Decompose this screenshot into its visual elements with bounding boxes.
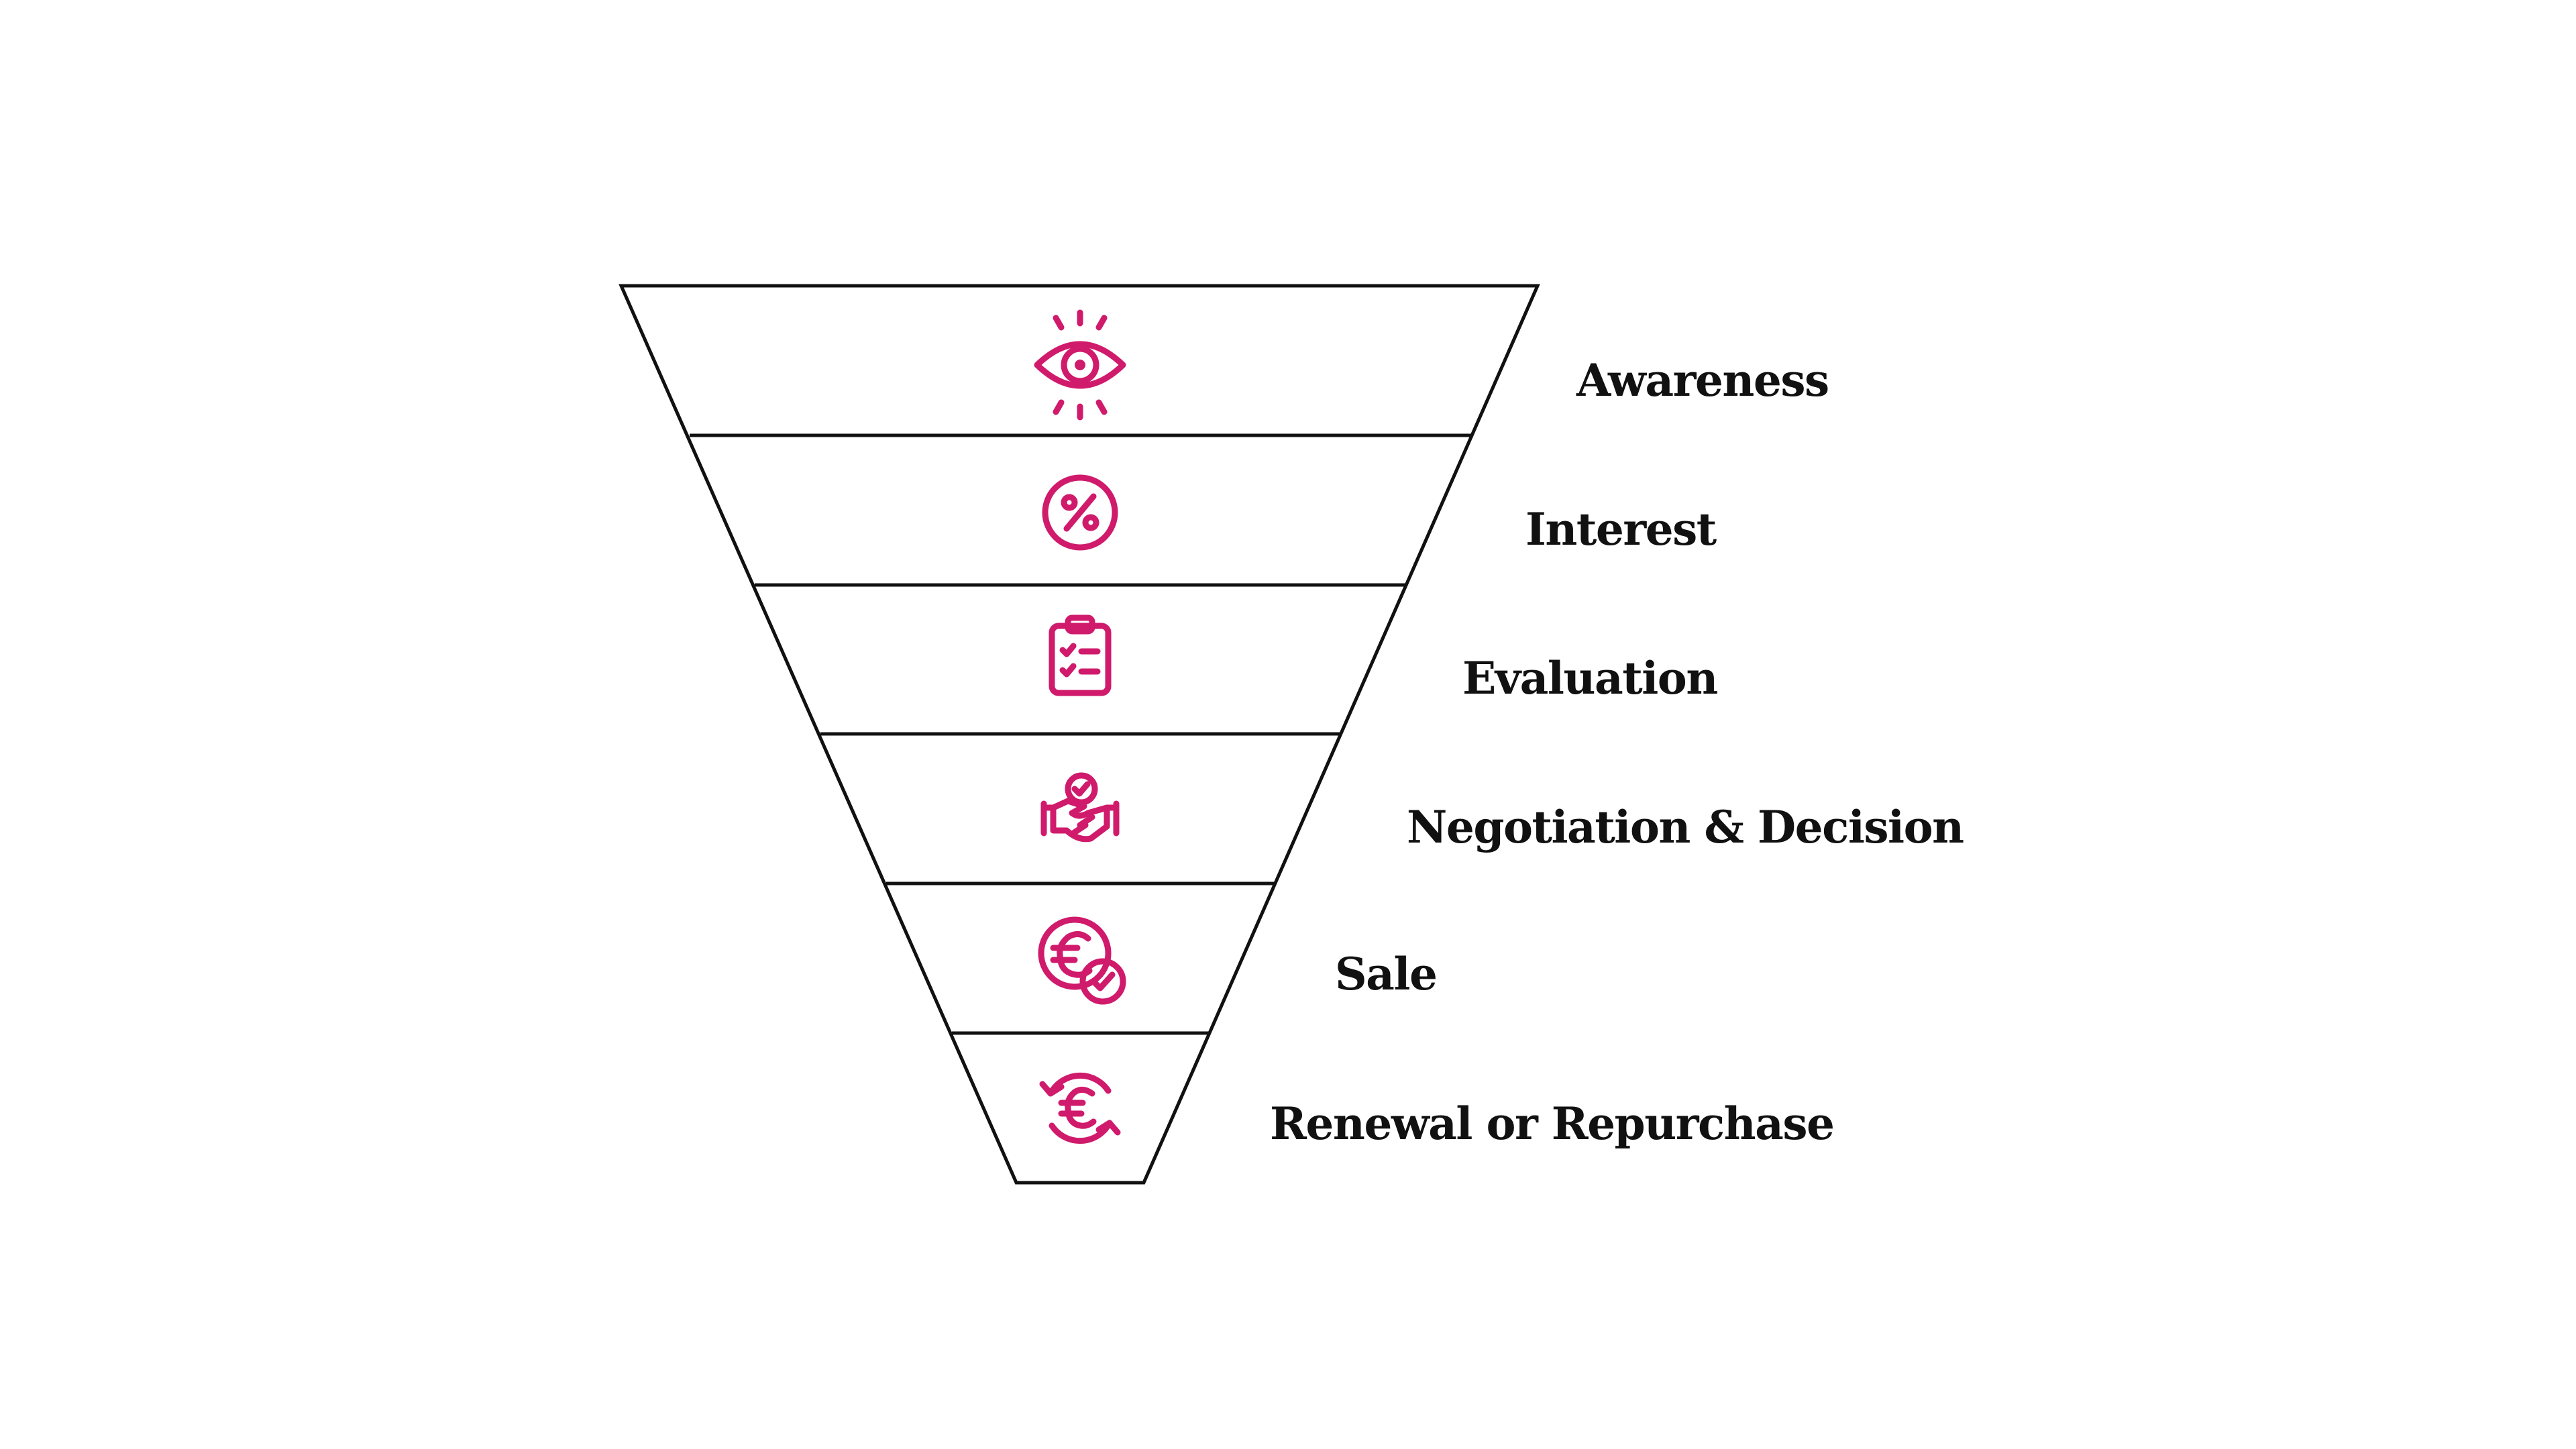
funnel-stage-renewal-repurchase: Renewal or Repurchase [1039,1072,1835,1150]
handshake-icon [1040,772,1120,843]
stage-label-evaluation: Evaluation [1462,652,1717,704]
stage-label-renewal-repurchase: Renewal or Repurchase [1270,1097,1834,1150]
eye-icon [1034,309,1126,421]
funnel-stage-interest: Interest [1042,474,1718,555]
stage-label-sale: Sale [1335,948,1437,1000]
stage-label-negotiation-decision: Negotiation & Decision [1407,801,1964,853]
funnel-stage-evaluation: Evaluation [1049,614,1719,704]
clipboard-checklist-icon [1049,614,1112,696]
funnel-stage-negotiation-decision: Negotiation & Decision [1040,772,1965,853]
euro-check-icon [1038,916,1126,1005]
euro-renew-icon [1039,1072,1121,1144]
funnel-outline [619,284,1540,1185]
stage-label-interest: Interest [1525,503,1717,555]
funnel-stage-awareness: Awareness [1034,309,1829,421]
funnel-stage-sale: Sale [1038,916,1438,1005]
stage-label-awareness: Awareness [1576,354,1829,407]
percent-icon [1042,474,1118,551]
funnel-shape [619,284,1540,1185]
